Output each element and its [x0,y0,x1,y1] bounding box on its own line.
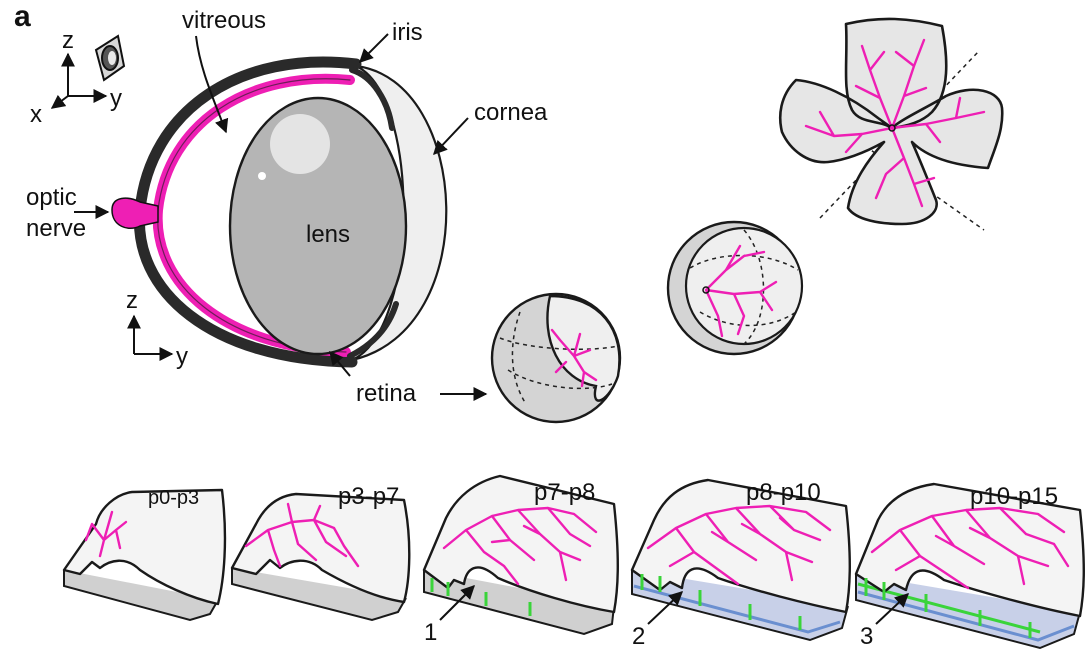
callout-1-label: 1 [424,619,437,646]
optic-nerve-label-2: nerve [26,215,86,242]
stage-p10-p15: p10-p15 [856,483,1084,648]
cornea-label: cornea [474,99,548,126]
stage-label-1: p3-p7 [338,483,399,510]
axis-z-label: z [62,27,74,54]
optic-nerve [112,198,158,228]
stage-label-4: p10-p15 [970,483,1058,510]
axis2-y-label: y [176,343,188,370]
stage-p7-p8: p7-p8 [424,476,618,634]
vitreous-label: vitreous [182,7,266,34]
axis-x-label: x [30,101,42,128]
stage-p8-p10: p8-p10 [632,479,850,640]
axis-icon-3d: z y x [30,27,124,128]
stage-label-2: p7-p8 [534,479,595,506]
eye-cross-section: lens [112,62,446,362]
stage-label-3: p8-p10 [746,479,821,506]
retina-cup-front [668,222,802,354]
retina-cup-side [492,294,620,422]
axis-y-label: y [110,85,122,112]
axis2-z-label: z [126,287,138,314]
optic-nerve-label-1: optic [26,184,77,211]
stage-p0-p3: p0-p3 [64,487,225,620]
stage-label-0: p0-p3 [148,487,199,509]
lens-label: lens [306,221,350,248]
stage-p3-p7: p3-p7 [232,483,409,620]
lens-highlight [270,114,330,174]
callout-2-label: 2 [632,623,645,650]
retina-label: retina [356,380,417,407]
iris-label: iris [392,19,423,46]
retina-flatmount [780,19,1002,230]
callout-3-label: 3 [860,623,873,650]
eye-cup-icon [96,36,124,80]
panel-letter: a [14,0,31,33]
